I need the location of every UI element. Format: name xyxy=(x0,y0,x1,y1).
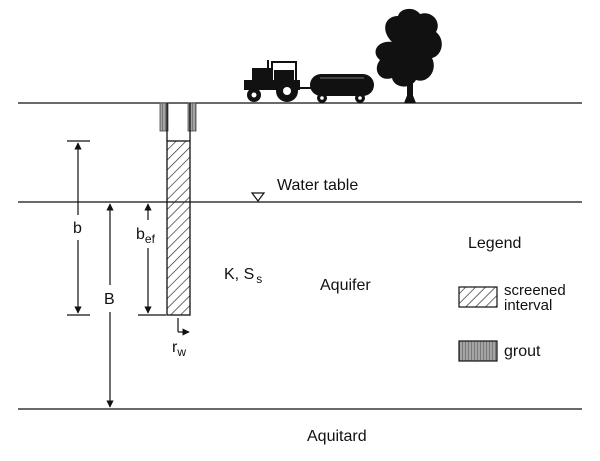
tree-icon xyxy=(375,8,442,103)
aquifer-label: Aquifer xyxy=(320,277,371,294)
rw-label: rw xyxy=(172,339,186,359)
b-label: b xyxy=(73,220,82,237)
legend-screened-swatch xyxy=(458,286,498,308)
grout-right xyxy=(187,102,197,132)
legend-grout-swatch xyxy=(458,340,498,362)
tank-trailer-icon xyxy=(310,74,374,103)
bef-dimension xyxy=(138,203,166,316)
legend-grout-label: grout xyxy=(504,343,541,360)
water-table-label: Water table xyxy=(277,177,358,194)
aquitard-label: Aquitard xyxy=(307,428,367,445)
legend-screened-label-1: screened xyxy=(504,282,566,299)
legend-title: Legend xyxy=(468,235,521,252)
water-table-triangle-icon xyxy=(250,192,266,202)
grout-left xyxy=(159,102,169,132)
b-dimension xyxy=(67,140,90,316)
legend-screened-label-2: interval xyxy=(504,297,552,314)
tractor-icon xyxy=(244,60,312,102)
bef-label: bef xyxy=(136,226,156,246)
screened-interval xyxy=(166,140,191,316)
B-label: B xyxy=(104,291,115,308)
rw-marker xyxy=(177,318,190,336)
